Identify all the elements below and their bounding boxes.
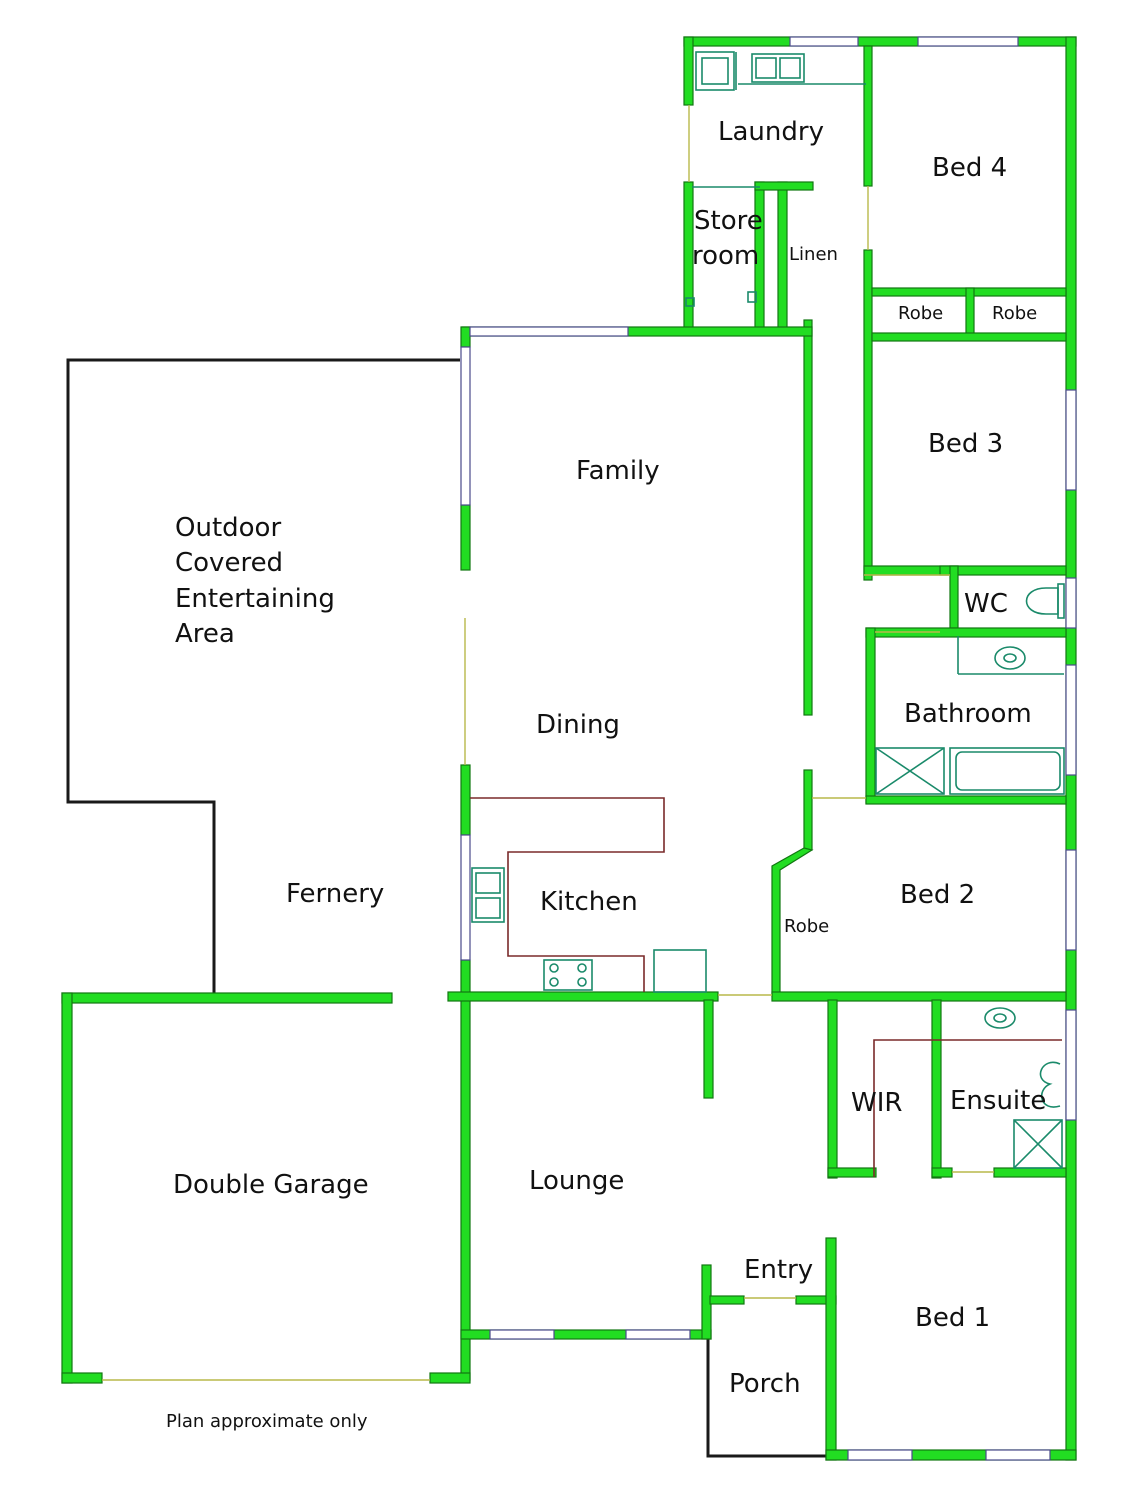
robe-left-label: Robe — [898, 303, 943, 324]
entry-label: Entry — [744, 1255, 813, 1285]
bathroom-label: Bathroom — [904, 699, 1032, 729]
kitchen-label: Kitchen — [540, 887, 638, 917]
room-labels: Laundry Store room Linen Bed 4 Robe Robe… — [173, 117, 1046, 1399]
basin-icon — [994, 646, 1026, 670]
store-room-label-line2: room — [692, 241, 759, 271]
bath-icon — [949, 747, 1065, 795]
robe-bed2-label: Robe — [784, 916, 829, 937]
robe-right-label: Robe — [992, 303, 1037, 324]
outdoor-label-line3: Entertaining — [175, 584, 335, 614]
family-label: Family — [576, 456, 660, 486]
kitchen-sink-icon — [471, 867, 505, 923]
ensuite-shower-icon — [1013, 1119, 1063, 1169]
outdoor-label-line1: Outdoor — [175, 513, 281, 543]
wc-label: WC — [964, 589, 1008, 619]
dining-label: Dining — [536, 710, 620, 740]
double-garage-label: Double Garage — [173, 1170, 369, 1200]
bed1-label: Bed 1 — [915, 1303, 990, 1333]
bed2-label: Bed 2 — [900, 880, 975, 910]
fernery-label: Fernery — [286, 879, 384, 909]
wir-label: WIR — [851, 1088, 902, 1118]
windows — [460, 36, 1077, 1461]
thin-walls — [66, 358, 828, 1458]
fixtures — [471, 51, 1065, 1169]
linen-label: Linen — [789, 244, 838, 265]
fridge-icon — [653, 949, 707, 993]
ensuite-toilet-icon — [1039, 1061, 1061, 1108]
laundry-sink-icon — [751, 53, 805, 83]
benches — [470, 797, 1062, 1177]
laundry-tub-icon — [695, 51, 735, 91]
toilet-icon — [1025, 587, 1059, 615]
ensuite-basin-icon — [984, 1007, 1016, 1029]
shower-icon — [875, 747, 945, 795]
cooktop-icon — [543, 959, 593, 991]
store-room-label-line1: Store — [694, 206, 763, 236]
outdoor-label-line4: Area — [175, 619, 235, 649]
bed3-label: Bed 3 — [928, 429, 1003, 459]
ensuite-label: Ensuite — [950, 1086, 1046, 1116]
lounge-label: Lounge — [529, 1166, 624, 1196]
outdoor-label-line2: Covered — [175, 548, 283, 578]
laundry-label: Laundry — [718, 117, 824, 147]
door-openings — [102, 105, 994, 1381]
porch-label: Porch — [729, 1369, 801, 1399]
bed4-label: Bed 4 — [932, 153, 1007, 183]
plan-footnote: Plan approximate only — [166, 1411, 368, 1432]
